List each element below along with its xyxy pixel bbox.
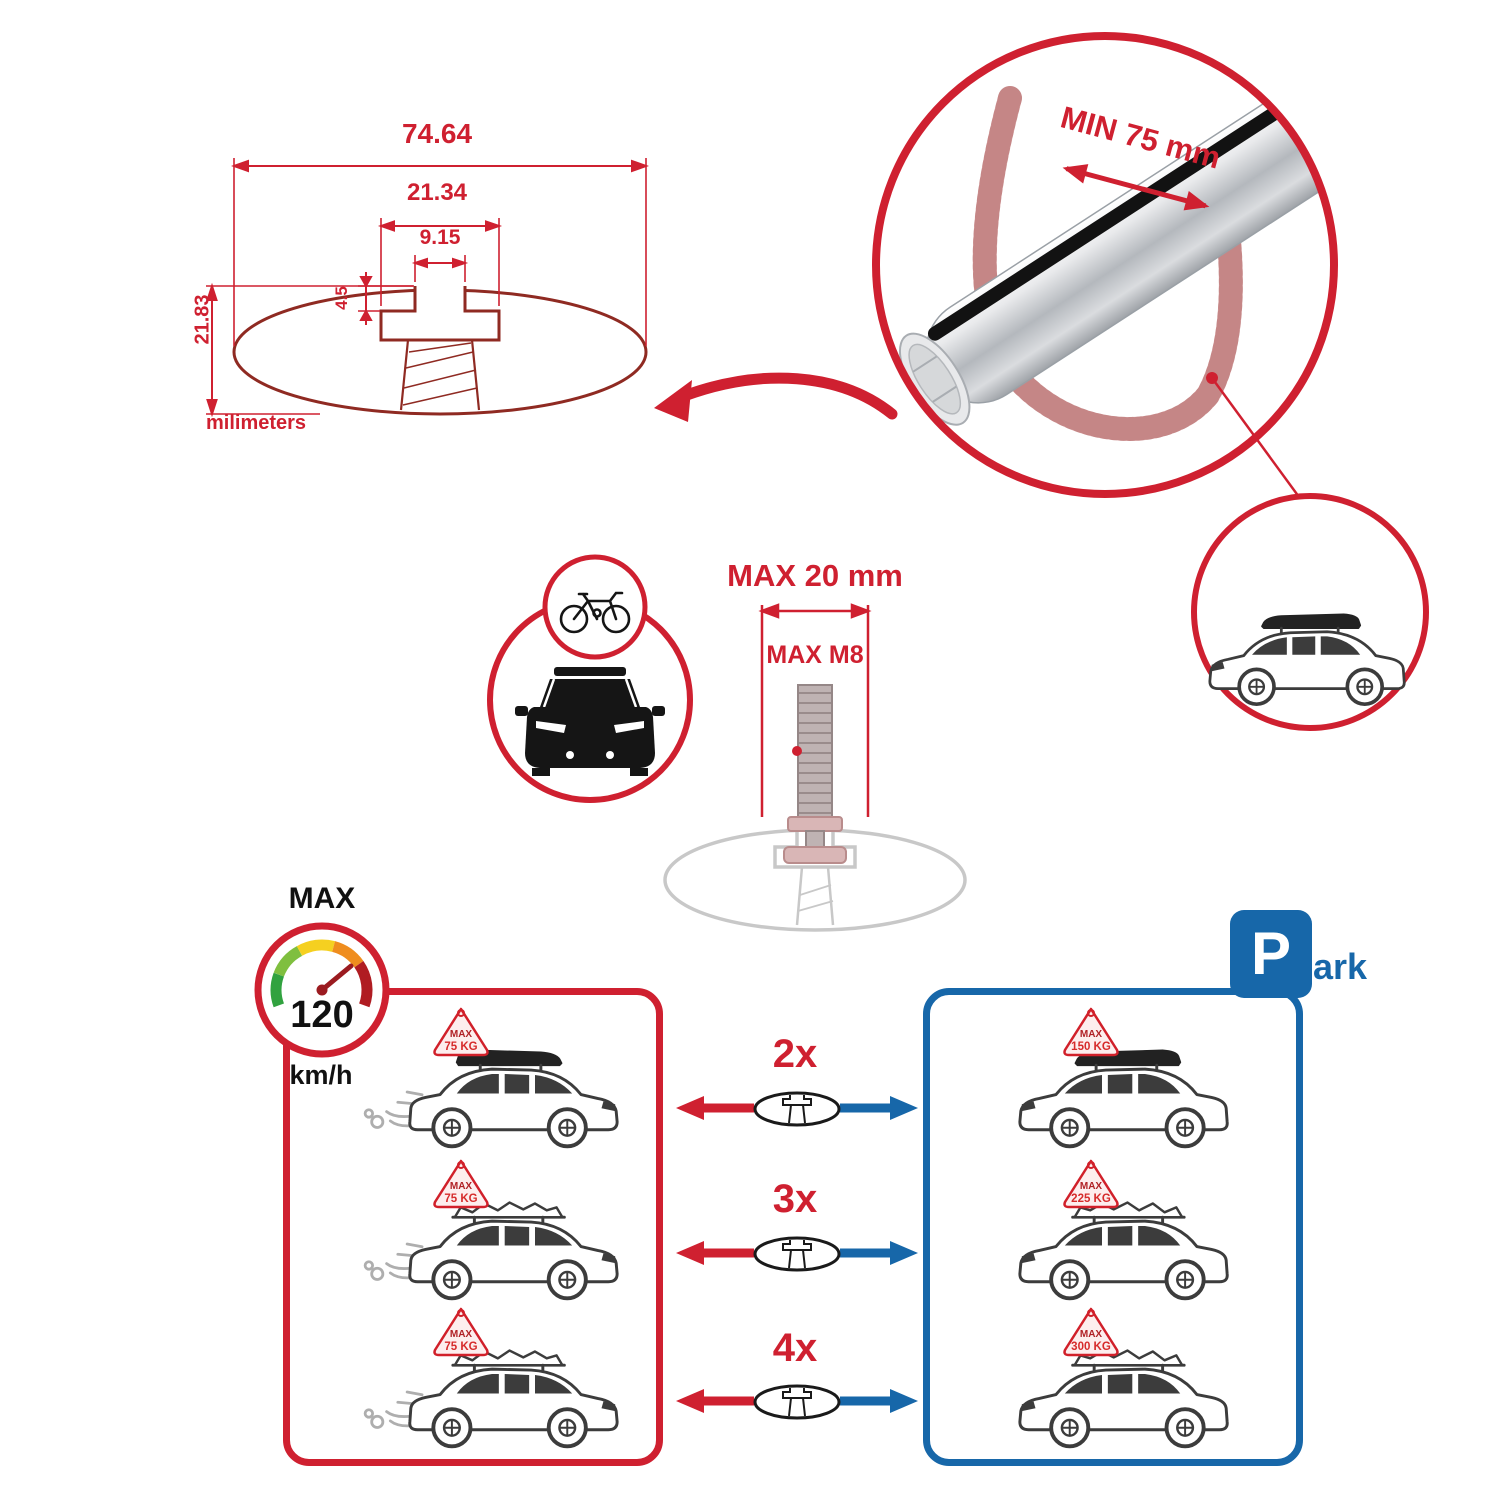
bolt-dimension	[758, 603, 872, 817]
section-hatching	[402, 342, 478, 406]
left-arrowhead	[676, 1389, 704, 1413]
car-front-icon	[515, 667, 665, 776]
profile-cross-section-diagram	[206, 158, 649, 418]
min-spacing-arrow	[1062, 164, 1210, 211]
tag-max-label: MAX	[1080, 1329, 1103, 1340]
tag-max-label: MAX	[450, 1329, 473, 1340]
speedometer-needle	[319, 963, 354, 993]
load-tag-parked-3: MAX 300 KG	[1063, 1307, 1119, 1357]
right-arrowhead	[890, 1389, 918, 1413]
dimension-label-total-width: 74.64	[401, 118, 473, 149]
closeup-circle-ring	[872, 32, 1338, 498]
speedometer-gauge	[270, 939, 373, 1008]
rubber-strip	[927, 39, 1331, 341]
parking-sign-suffix: ark	[1313, 946, 1368, 987]
dimension-label-opening-width: 9.15	[419, 226, 461, 249]
tag-hook-icon	[457, 1161, 465, 1169]
tag-max-label: MAX	[1080, 1029, 1103, 1040]
tag-value: 75 KG	[444, 1041, 477, 1053]
dimension-unit-label: milimeters	[206, 412, 307, 434]
bar-count-arrows-3	[676, 1384, 918, 1420]
thread-ridges	[798, 692, 832, 814]
bar-count-label-3: 4x	[772, 1326, 818, 1370]
tag-value: 150 KG	[1071, 1041, 1111, 1053]
tag-max-label: MAX	[450, 1029, 473, 1040]
suv-roofbox-bubble	[1191, 493, 1429, 731]
profile-outline	[232, 286, 648, 416]
crossbar-profile-icon	[753, 1384, 841, 1420]
speed-unit: km/h	[289, 1060, 353, 1090]
load-tag-parked-2: MAX 225 KG	[1063, 1159, 1119, 1209]
bar-count-arrows-2	[676, 1236, 918, 1272]
tag-hook-icon	[457, 1009, 465, 1017]
tag-hook-icon	[1087, 1161, 1095, 1169]
left-arrowhead	[676, 1241, 704, 1265]
tag-value: 225 KG	[1071, 1193, 1111, 1205]
leader-to-car-bubble	[1210, 377, 1312, 513]
bicycle-icon	[559, 591, 631, 634]
crossbar-closeup-circle	[872, 32, 1338, 513]
dimension-label-profile-height: 21.83	[191, 294, 214, 345]
dimension-lines	[206, 158, 649, 418]
t-bolt	[783, 684, 847, 864]
t-bolt-head	[783, 846, 847, 864]
fastener-diagram	[663, 603, 967, 932]
left-arrowhead	[676, 1096, 704, 1120]
car-bike-bubble	[487, 554, 693, 803]
bar-count-label-2: 3x	[772, 1177, 818, 1221]
tag-hook-icon	[457, 1309, 465, 1317]
load-tag-driving-2: MAX 75 KG	[433, 1159, 489, 1209]
bubble-ring	[1191, 493, 1429, 731]
tag-hook-icon	[1087, 1009, 1095, 1017]
right-arrowhead	[890, 1096, 918, 1120]
speedometer-icon	[254, 922, 390, 1058]
load-tag-parked-1: MAX 150 KG	[1063, 1007, 1119, 1057]
tag-max-label: MAX	[450, 1181, 473, 1192]
aluminum-crossbar	[898, 39, 1331, 426]
bolt-point-dot	[792, 746, 802, 756]
parking-sign-letter: P	[1250, 920, 1292, 987]
crossbar-profile-icon	[753, 1236, 841, 1272]
tag-max-label: MAX	[1080, 1181, 1103, 1192]
dimension-label-lip-depth: 4.5	[332, 286, 351, 310]
tag-value: 300 KG	[1071, 1341, 1111, 1353]
dimension-label-channel-width: 21.34	[406, 179, 468, 206]
tag-value: 75 KG	[444, 1341, 477, 1353]
bar-count-label-1: 2x	[772, 1032, 818, 1076]
clamp-strap-ghost	[972, 86, 1243, 441]
speed-max-label: MAX	[288, 882, 356, 915]
parking-sign: P	[1230, 910, 1312, 998]
max-thread-label: MAX M8	[766, 641, 864, 669]
load-tag-driving-1: MAX 75 KG	[433, 1007, 489, 1057]
max-protrusion-label: MAX 20 mm	[727, 558, 903, 593]
arrowhead	[654, 380, 692, 422]
tag-hook-icon	[1087, 1309, 1095, 1317]
tag-value: 75 KG	[444, 1193, 477, 1205]
crossbar-profile-icon	[753, 1091, 841, 1127]
closeup-to-profile-arrow	[654, 372, 898, 422]
speed-value: 120	[290, 994, 354, 1036]
load-tag-driving-3: MAX 75 KG	[433, 1307, 489, 1357]
bar-count-arrows-1	[676, 1091, 918, 1127]
right-arrowhead	[890, 1241, 918, 1265]
